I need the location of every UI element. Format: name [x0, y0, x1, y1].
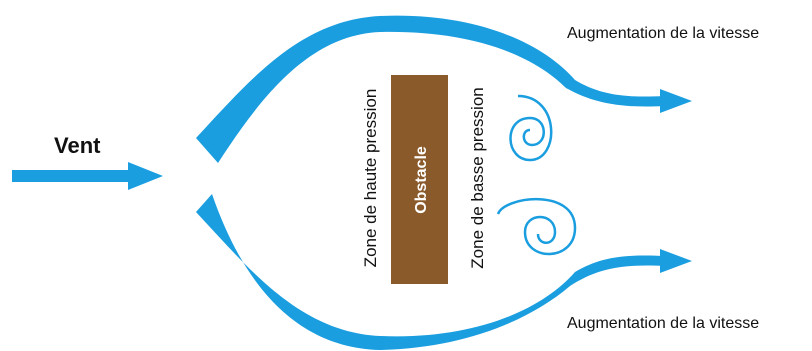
lower-vortex-icon [498, 199, 575, 254]
speed-increase-bottom-label: Augmentation de la vitesse [567, 315, 759, 332]
wind-label: Vent [54, 133, 101, 158]
obstacle-label: Obstacle [413, 146, 430, 214]
speed-increase-top-label: Augmentation de la vitesse [567, 25, 759, 42]
low-pressure-zone-label: Zone de basse pression [468, 87, 487, 268]
wind-arrow-head [128, 162, 163, 190]
upper-vortex-icon [510, 96, 551, 160]
wind-arrow-shaft [12, 170, 132, 182]
bottom-flow-arrow-head [660, 249, 692, 273]
high-pressure-zone-label: Zone de haute pression [361, 89, 380, 268]
wind-arrow-icon [12, 162, 163, 190]
top-flow-arrow-head [660, 89, 692, 113]
